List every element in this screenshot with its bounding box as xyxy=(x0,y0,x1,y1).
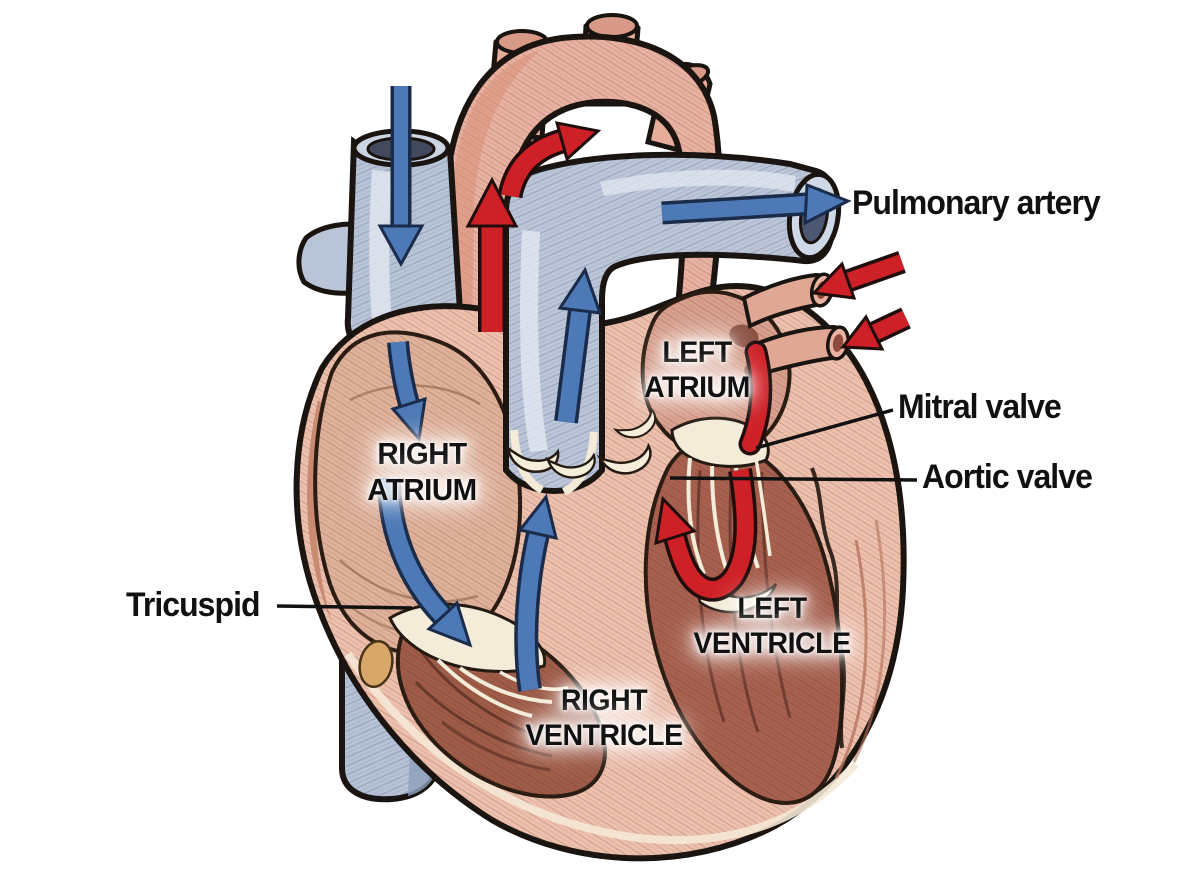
right-atrium-line2: ATRIUM xyxy=(367,471,477,507)
tricuspid-flow-arrow xyxy=(377,477,473,648)
aortic-arch-flow-arrow xyxy=(497,121,602,199)
ascending-aorta-flow-arrow xyxy=(465,176,519,332)
pulmonary-vein-lower-arrow xyxy=(840,307,911,351)
right-ventricle-outflow-arrow xyxy=(514,493,559,692)
label-pulmonary-artery: Pulmonary artery xyxy=(852,184,1101,223)
tricuspid-leader-line xyxy=(276,604,413,610)
label-tricuspid: Tricuspid xyxy=(126,586,261,625)
heart-inner-rim xyxy=(344,651,859,845)
mitral-valve-text: Mitral valve xyxy=(898,388,1062,426)
left-atrium-line1: LEFT xyxy=(662,336,732,369)
rv-trabecula xyxy=(441,720,551,772)
right-ventricle-chamber xyxy=(395,611,607,799)
pulmonary-vein-upper-arrow xyxy=(810,251,906,300)
right-ventricle-line1: RIGHT xyxy=(560,684,648,717)
tricuspid-text: Tricuspid xyxy=(126,586,261,624)
mitral-chorda xyxy=(754,457,772,557)
left-ventricle-outflow-arrow xyxy=(654,468,758,602)
pv-lumen xyxy=(832,334,844,352)
label-aortic-valve: Aortic valve xyxy=(922,458,1093,497)
label-left-ventricle: LEFT VENTRICLE xyxy=(632,592,912,662)
lv-wall-ridge xyxy=(834,539,868,779)
tricuspid-chorda xyxy=(436,658,533,718)
left-ventricle-line2: VENTRICLE xyxy=(693,626,851,660)
pt-highlight xyxy=(520,230,548,452)
right-ventricle-line2: VENTRICLE xyxy=(525,718,683,752)
mitral-valve-leader-line xyxy=(755,408,894,450)
left-ventricle-line1: LEFT xyxy=(737,592,807,625)
leader-lines xyxy=(276,408,918,610)
left-atrium-flow-arrow xyxy=(738,340,773,456)
pulmonary-trunk-flow-arrow xyxy=(554,266,603,424)
label-left-atrium: LEFT ATRIUM xyxy=(597,336,797,406)
ra-texture xyxy=(339,559,479,603)
heart-body xyxy=(297,286,904,858)
label-mitral-valve: Mitral valve xyxy=(898,388,1062,427)
pa-highlight xyxy=(600,169,796,196)
svc-highlight xyxy=(369,170,394,344)
aortic-valve-leader-line xyxy=(669,476,918,482)
aorta xyxy=(446,13,720,344)
label-right-atrium: RIGHT ATRIUM xyxy=(322,436,522,508)
label-right-ventricle: RIGHT VENTRICLE xyxy=(464,684,744,754)
fat-node xyxy=(358,640,394,688)
aorta-shading xyxy=(452,50,540,330)
left-atrium-line2: ATRIUM xyxy=(644,370,750,404)
heart-left-shade xyxy=(307,400,332,622)
lv-cavity-edge xyxy=(810,467,846,749)
rv-trabecula xyxy=(414,680,553,758)
pulmonary-artery-flow-arrow xyxy=(661,182,852,226)
tricuspid-chorda xyxy=(458,666,553,704)
svc-flow-arrow xyxy=(377,86,425,268)
lv-wall-ridge xyxy=(852,519,887,763)
pulmonary-artery-text: Pulmonary artery xyxy=(852,184,1101,222)
mitral-chorda xyxy=(686,457,706,575)
right-atrium-inflow-arrow xyxy=(387,341,427,443)
rv-trabecula xyxy=(418,649,543,740)
right-atrium-line1: RIGHT xyxy=(377,436,467,471)
aortic-valve-text: Aortic valve xyxy=(922,458,1093,496)
